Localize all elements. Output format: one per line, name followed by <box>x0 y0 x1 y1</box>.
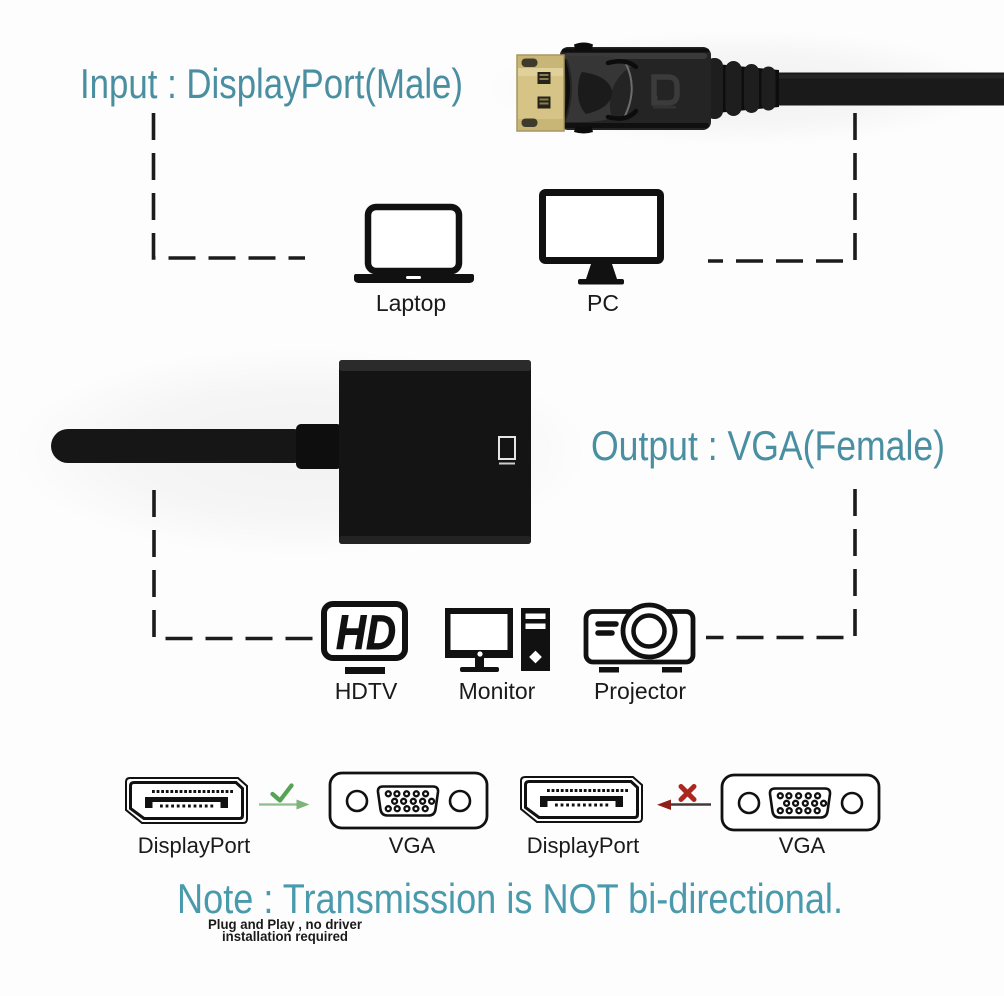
svg-text:VGA: VGA <box>779 833 826 858</box>
svg-text:PC: PC <box>587 290 619 316</box>
svg-text:Note : Transmission is NOT bi-: Note : Transmission is NOT bi-directiona… <box>177 875 843 922</box>
svg-text:Monitor: Monitor <box>459 678 536 704</box>
svg-text:installation required: installation required <box>222 928 348 944</box>
svg-text:DisplayPort: DisplayPort <box>527 833 639 858</box>
svg-text:Input : DisplayPort(Male): Input : DisplayPort(Male) <box>80 60 463 107</box>
svg-text:HD: HD <box>336 607 396 660</box>
svg-text:Projector: Projector <box>594 678 686 704</box>
svg-text:Laptop: Laptop <box>376 290 446 316</box>
svg-text:Output : VGA(Female): Output : VGA(Female) <box>591 422 945 469</box>
svg-text:VGA: VGA <box>389 833 436 858</box>
svg-text:Plug and Play , no driver: Plug and Play , no driver <box>208 916 363 932</box>
svg-text:HDTV: HDTV <box>335 678 398 704</box>
svg-text:DisplayPort: DisplayPort <box>138 833 250 858</box>
